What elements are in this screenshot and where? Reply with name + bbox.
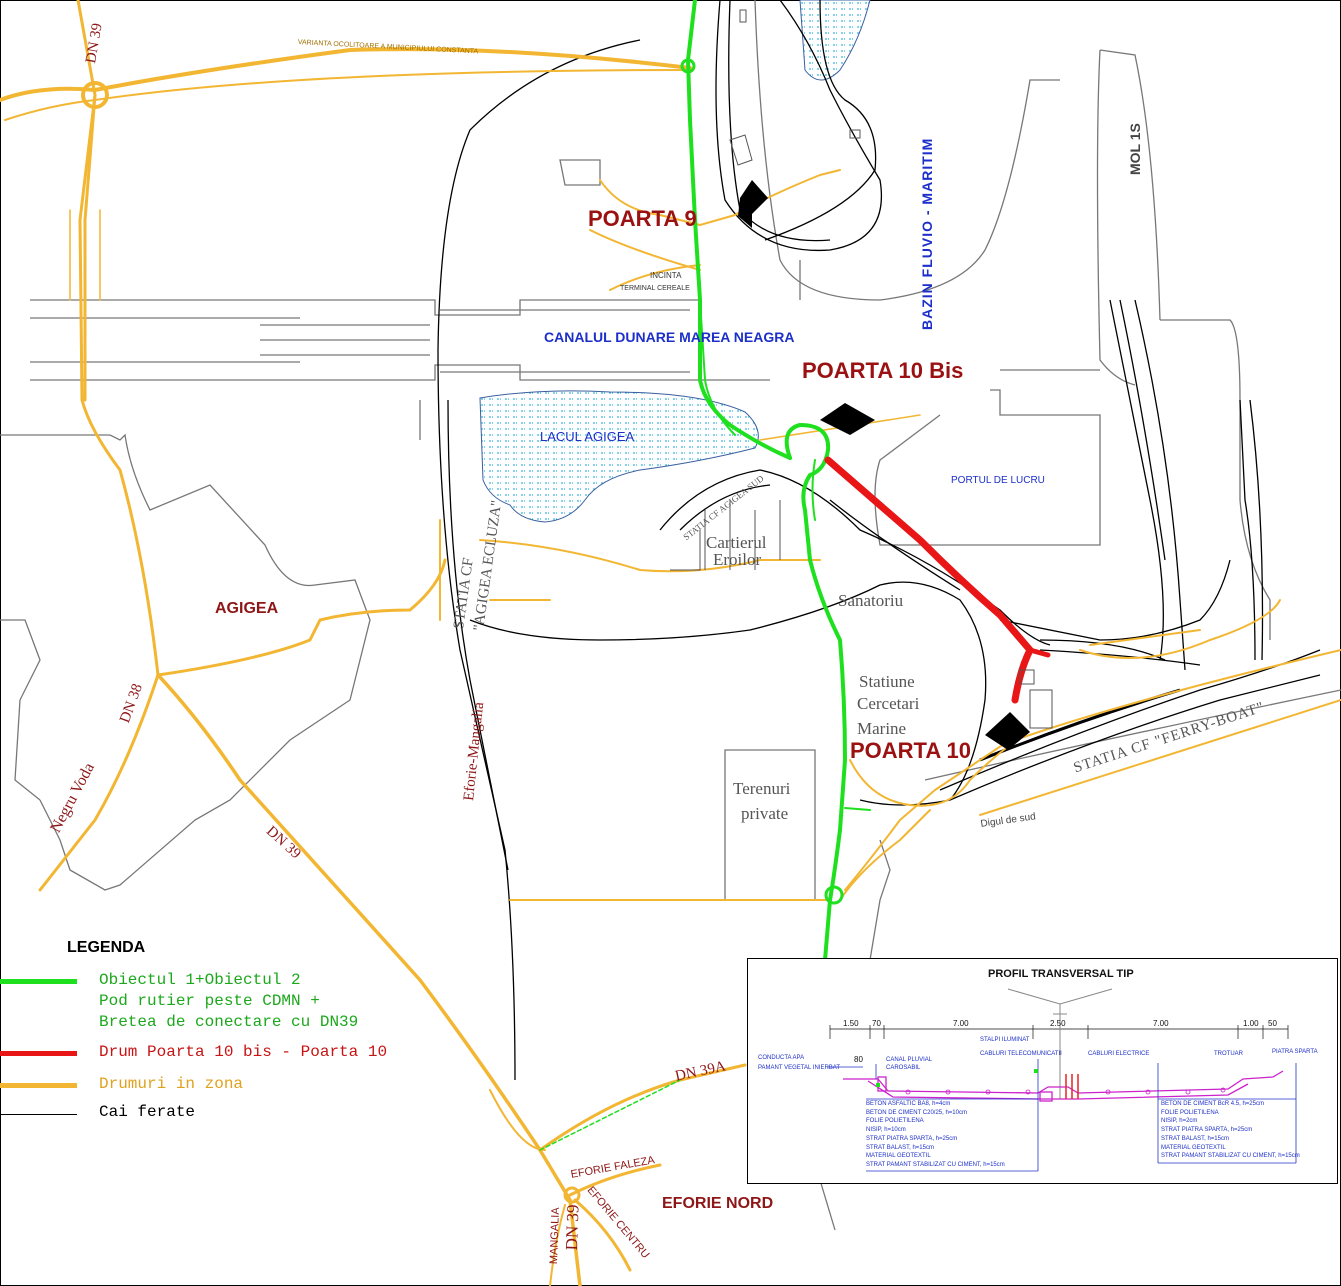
profile-layer-left: STRAT PAMANT STABILIZAT CU CIMENT, h=15c… — [866, 1161, 1005, 1168]
profile-layer-right: STRAT PAMANT STABILIZAT CU CIMENT, h=15c… — [1161, 1153, 1300, 1160]
label-port: PORTUL DE LUCRU — [951, 475, 1045, 486]
gate-poarta10: POARTA 10 — [850, 738, 972, 763]
profile-label: 80 — [854, 1055, 863, 1064]
profile-layer-left: STRAT PIATRA SPARTA, h=25cm — [866, 1135, 958, 1142]
profile-layer-left: FOLIE POLIETILENA — [866, 1118, 924, 1125]
arrow-poarta9-icon — [738, 180, 768, 228]
railways — [437, 0, 1321, 1081]
profile-layer-right: MATERIAL GEOTEXTIL — [1161, 1144, 1226, 1151]
legend-title: LEGENDA — [67, 939, 146, 956]
profile-layer-right: STRAT BALAST, h=15cm — [1161, 1135, 1229, 1142]
place-cartier-2: Eroilor — [713, 550, 762, 569]
profile-dim: 7.00 — [1153, 1019, 1169, 1028]
label-lac: LACUL AGIGEA — [540, 429, 635, 444]
profile-label: PAMANT VEGETAL INIERBAT — [758, 1065, 841, 1071]
road-dn39-bottom: DN 39 — [562, 1204, 583, 1251]
place-sanatoriu: Sanatoriu — [838, 591, 904, 610]
green-road — [539, 0, 871, 1151]
profile-dim: 1.50 — [843, 1019, 859, 1028]
profile-layer-left: MATERIAL GEOTEXTIL — [866, 1153, 931, 1160]
label-incinta-2: TERMINAL CEREALE — [620, 285, 690, 292]
profile-label: CANAL PLUVIAL — [886, 1057, 933, 1063]
arrow-poarta10bis-icon — [820, 403, 875, 435]
place-statiune-3: Marine — [857, 719, 907, 738]
legend-text: Obiectul 1+Obiectul 2 Pod rutier peste C… — [99, 971, 359, 1031]
label-canal: CANALUL DUNARE MAREA NEAGRA — [544, 329, 795, 345]
place-statiune-2: Cercetari — [857, 694, 920, 713]
profile-layer-right: BETON DE CIMENT BcR 4.5, h=25cm — [1161, 1101, 1264, 1107]
profile-label: TROTUAR — [1214, 1051, 1243, 1057]
legend-text: Drum Poarta 10 bis - Poarta 10 — [99, 1043, 388, 1061]
road-mangalia: MANGALIA — [548, 1207, 562, 1265]
legend-text: Drumuri in zona — [99, 1075, 244, 1093]
label-incinta-1: INCINTA — [650, 271, 682, 280]
profile-layer-left: BETON ASFALTIC BA8, h=4cm — [866, 1101, 951, 1107]
place-terenuri-1: Terenuri — [733, 779, 791, 798]
profile-dim: 1.00 — [1243, 1019, 1259, 1028]
legend: LEGENDA Obiectul 1+Obiectul 2 Pod rutier… — [0, 938, 470, 1128]
profile-title: PROFIL TRANSVERSAL TIP — [988, 968, 1134, 980]
profile-label: PIATRA SPARTA — [1272, 1049, 1318, 1055]
profile-layer-left: BETON DE CIMENT C20/25, h=10cm — [866, 1109, 967, 1116]
legend-text: Cai ferate — [99, 1103, 196, 1121]
legend-swatch — [0, 1114, 77, 1115]
profile-layer-left: STRAT BALAST, h=15cm — [866, 1144, 934, 1151]
lake-agigea — [479, 390, 759, 523]
profile-layer-right: FOLIE POLIETILENA — [1161, 1109, 1219, 1116]
profile-label: CONDUCTA APA — [758, 1055, 805, 1061]
profile-drawing — [828, 988, 1297, 1172]
profile-label: CABLURI ELECTRICE — [1088, 1051, 1150, 1057]
gate-poarta9: POARTA 9 — [588, 206, 697, 231]
legend-swatch — [0, 1051, 77, 1056]
profile-label: CABLURI TELECOMUNICATII — [980, 1051, 1062, 1057]
profile-layer-left: NISIP, h=10cm — [866, 1127, 906, 1134]
place-statiune-1: Statiune — [859, 672, 915, 691]
profile-section-box: PROFIL TRANSVERSAL TIP — [747, 958, 1338, 1184]
profile-layer-right: NISIP, h=2cm — [1161, 1118, 1198, 1125]
gate-poarta10bis: POARTA 10 Bis — [802, 358, 964, 383]
profile-dim: 7.00 — [953, 1019, 969, 1028]
place-eforie-nord: EFORIE NORD — [662, 1195, 774, 1212]
label-mol: MOL 1S — [1127, 123, 1143, 175]
place-cartier-1: Cartierul — [706, 533, 767, 552]
profile-dim: 50 — [1268, 1019, 1277, 1028]
profile-layer-right: STRAT PIATRA SPARTA, h=25cm — [1161, 1127, 1253, 1134]
profile-dim: 2.50 — [1050, 1019, 1066, 1028]
profile-label: CAROSABIL — [886, 1065, 921, 1071]
buildings — [670, 9, 1053, 729]
profile-label: STALPI ILUMINAT — [980, 1037, 1030, 1043]
gate-arrows — [738, 180, 1030, 750]
water-top — [799, 0, 871, 81]
legend-swatch — [0, 979, 77, 984]
arrow-poarta10-icon — [985, 712, 1030, 750]
place-agigea: AGIGEA — [215, 600, 279, 617]
place-terenuri-2: private — [741, 804, 789, 823]
label-bazin: BAZIN FLUVIO - MARITIM — [919, 137, 935, 330]
legend-swatch — [0, 1083, 77, 1088]
red-road — [824, 456, 1051, 704]
profile-dim: 70 — [872, 1019, 881, 1028]
